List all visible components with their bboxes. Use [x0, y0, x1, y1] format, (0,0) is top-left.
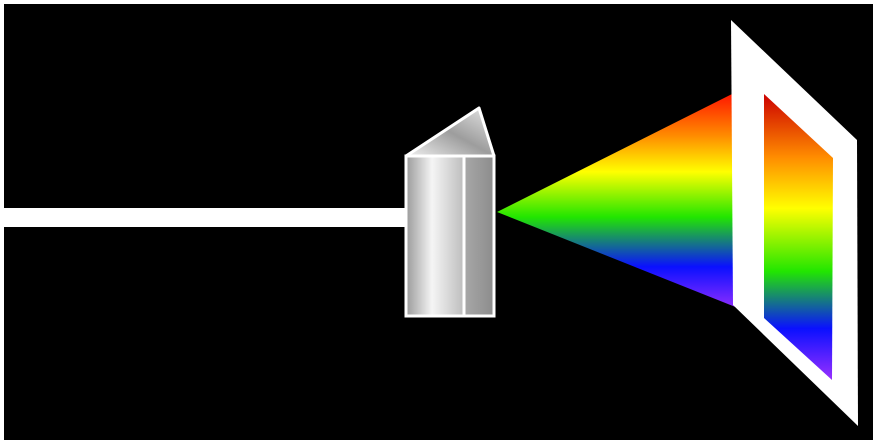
screen-front-edge	[748, 84, 764, 318]
prism-left-face	[406, 156, 464, 316]
white-light-beam	[4, 208, 410, 227]
prism-right-face	[464, 156, 494, 316]
